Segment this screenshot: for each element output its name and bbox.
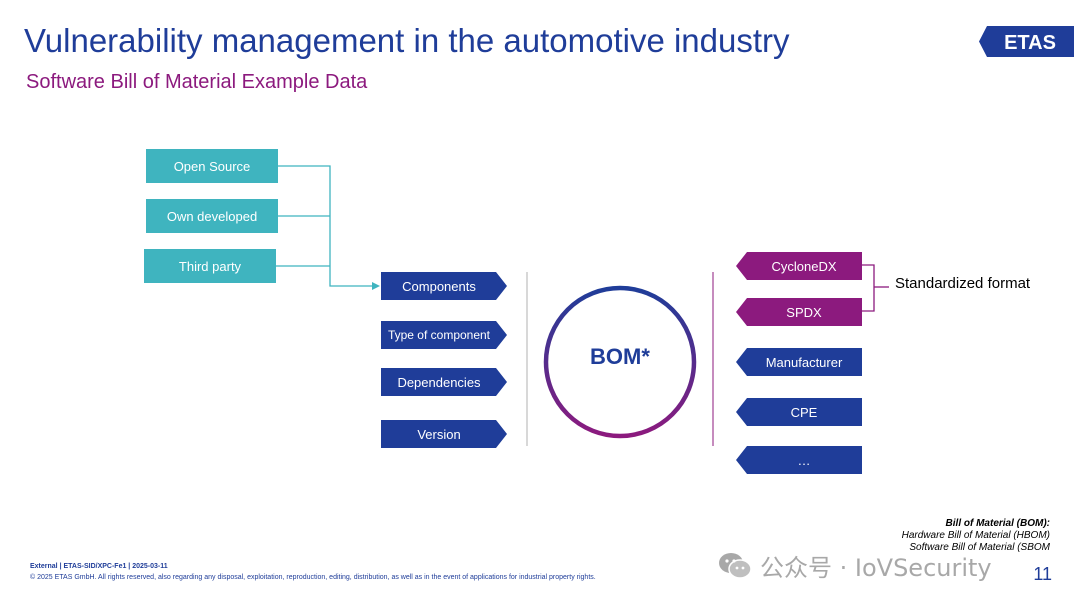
slide-subtitle: Software Bill of Material Example Data [26, 71, 368, 93]
tag-type-of-component: Type of component [381, 321, 507, 349]
tag-version: Version [381, 420, 507, 448]
source-third-party: Third party [144, 249, 276, 283]
footer-copyright: © 2025 ETAS GmbH. All rights reserved, a… [30, 574, 596, 581]
tag-components: Components [381, 272, 507, 300]
tag-cyclonedx: CycloneDX [736, 252, 862, 280]
legend-sbom: Software Bill of Material (SBOM [909, 542, 1050, 553]
tag-spdx: SPDX [736, 298, 862, 326]
tag-dependencies: Dependencies [381, 368, 507, 396]
watermark: 公众号 · IoVSecurity [718, 548, 992, 583]
slide-title: Vulnerability management in the automoti… [24, 22, 790, 59]
bom-label: BOM* [590, 344, 650, 369]
etas-logo: ETAS [979, 26, 1074, 57]
tag-cpe: CPE [736, 398, 862, 426]
tag-manufacturer: Manufacturer [736, 348, 862, 376]
legend-hbom: Hardware Bill of Material (HBOM) [901, 530, 1050, 541]
bom-legend: Bill of Material (BOM): Hardware Bill of… [902, 518, 1050, 554]
bom-circle [543, 285, 697, 439]
page-number: 11 [1033, 564, 1052, 584]
source-own-developed: Own developed [146, 199, 278, 233]
watermark-text: 公众号 · IoVSecurity [760, 554, 992, 582]
footer-classification: External | ETAS-SID/XPC-Fe1 | 2025-03-11 [30, 563, 168, 570]
wechat-icon [719, 552, 752, 579]
standardized-format-label: Standardized format [895, 275, 1031, 292]
source-open-source: Open Source [146, 149, 278, 183]
tag-more: … [736, 446, 862, 474]
logo-text: ETAS [1004, 32, 1056, 54]
legend-heading: Bill of Material (BOM): [945, 518, 1050, 529]
